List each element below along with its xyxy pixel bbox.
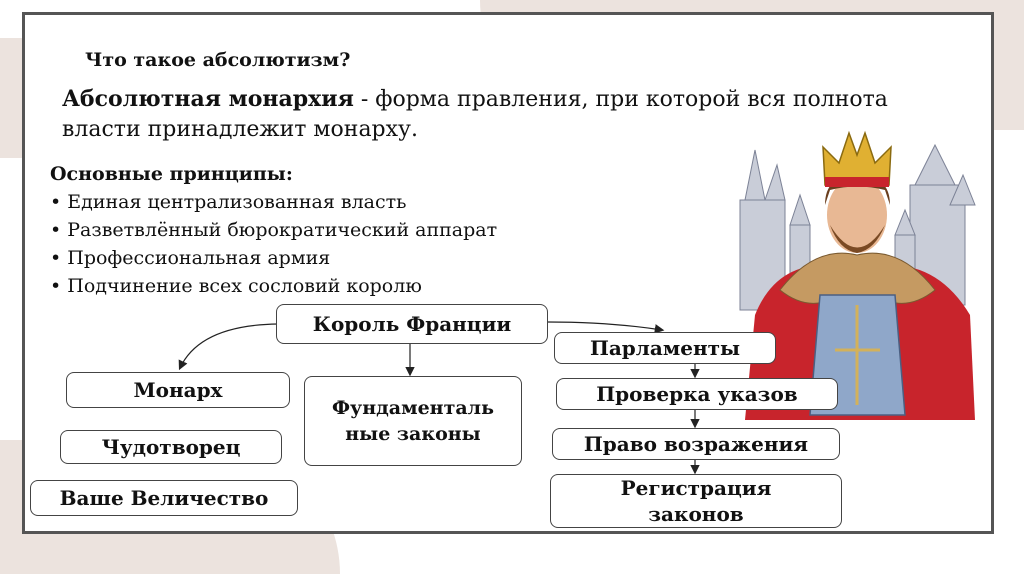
left-node-miracle-worker: Чудотворец	[60, 430, 282, 464]
right-node-objection: Право возражения	[552, 428, 840, 460]
right-node-decree-check: Проверка указов	[556, 378, 838, 410]
center-node-laws: Фундаменталь ные законы	[304, 376, 522, 466]
connector-root-right	[548, 322, 662, 330]
left-node-majesty: Ваше Величество	[30, 480, 298, 516]
right-node-registration: Регистрация законов	[550, 474, 842, 528]
left-node-monarch: Монарх	[66, 372, 290, 408]
right-node-parliaments: Парламенты	[554, 332, 776, 364]
root-node: Король Франции	[276, 304, 548, 344]
connector-root-left	[180, 324, 278, 368]
